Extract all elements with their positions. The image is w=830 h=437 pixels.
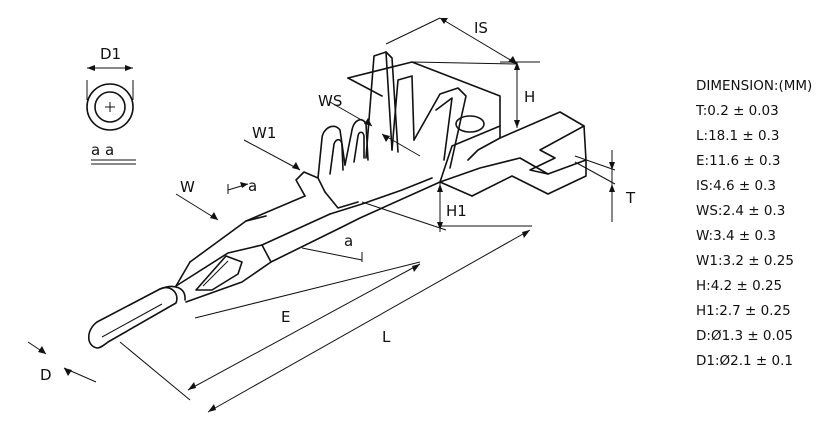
dimension-row-l: L:18.1 ± 0.3 [696, 128, 780, 144]
terminal-body [87, 51, 587, 349]
dimension-row-e: E:11.6 ± 0.3 [696, 153, 781, 169]
dimension-table: DIMENSION:(MM) T:0.2 ± 0.03 L:18.1 ± 0.3… [696, 74, 826, 374]
dimension-row-w: W:3.4 ± 0.3 [696, 228, 776, 244]
t-label: T [625, 189, 636, 207]
dimension-row-d: D:Ø1.3 ± 0.05 [696, 328, 793, 344]
a-label-mid: a [344, 232, 353, 250]
a-label-top: a [248, 177, 257, 195]
w-label: W [180, 178, 195, 196]
d-label: D [40, 366, 52, 384]
dimension-row-w1: W1:3.2 ± 0.25 [696, 253, 794, 269]
is-label: IS [474, 19, 488, 37]
ws-label: WS [318, 92, 342, 110]
d1-label: D1 [100, 45, 121, 63]
cross-section-view [86, 65, 136, 165]
e-label: E [281, 308, 290, 326]
dimension-row-t: T:0.2 ± 0.03 [696, 103, 779, 119]
dimension-table-heading: DIMENSION:(MM) [696, 78, 813, 94]
dimension-row-h: H:4.2 ± 0.25 [696, 278, 783, 294]
h-label: H [524, 88, 535, 106]
h1-label: H1 [446, 202, 467, 220]
section-label: a a [91, 141, 114, 159]
dimension-row-is: IS:4.6 ± 0.3 [696, 178, 776, 194]
dimension-row-d1: D1:Ø2.1 ± 0.1 [696, 353, 793, 369]
dimension-row-h1: H1:2.7 ± 0.25 [696, 303, 791, 319]
dimension-lines [27, 17, 616, 413]
l-label: L [382, 328, 391, 346]
dimension-row-ws: WS:2.4 ± 0.3 [696, 203, 786, 219]
w1-label: W1 [252, 124, 276, 142]
